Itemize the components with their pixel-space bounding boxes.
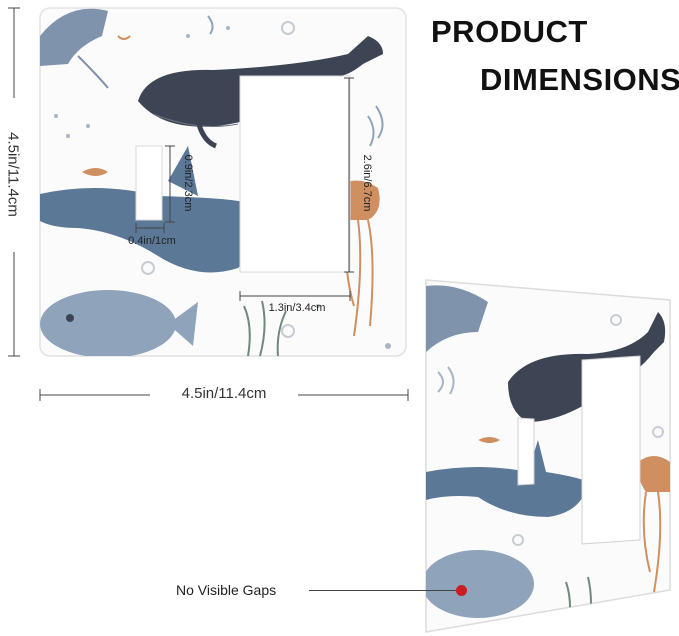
front-wall-plate xyxy=(38,6,410,362)
toggle-height-label: 0.9in/2.3cm xyxy=(182,154,194,212)
toggle-width-label: 0.4in/1cm xyxy=(128,235,176,247)
heading-line-1: PRODUCT xyxy=(431,14,588,49)
callout-label: No Visible Gaps xyxy=(176,582,277,598)
outer-height-label: 4.5in/11.4cm xyxy=(4,132,22,217)
heading-line-2: DIMENSIONS xyxy=(480,62,679,97)
outer-width-label: 4.5in/11.4cm xyxy=(181,385,267,402)
callout-marker-dot xyxy=(456,585,467,596)
callout-leader-line xyxy=(309,590,461,591)
angled-wall-plate xyxy=(418,272,676,634)
rocker-width-label: 1.3in/3.4cm xyxy=(268,302,326,314)
rocker-height-label: 2.6in/6.7cm xyxy=(361,154,373,212)
